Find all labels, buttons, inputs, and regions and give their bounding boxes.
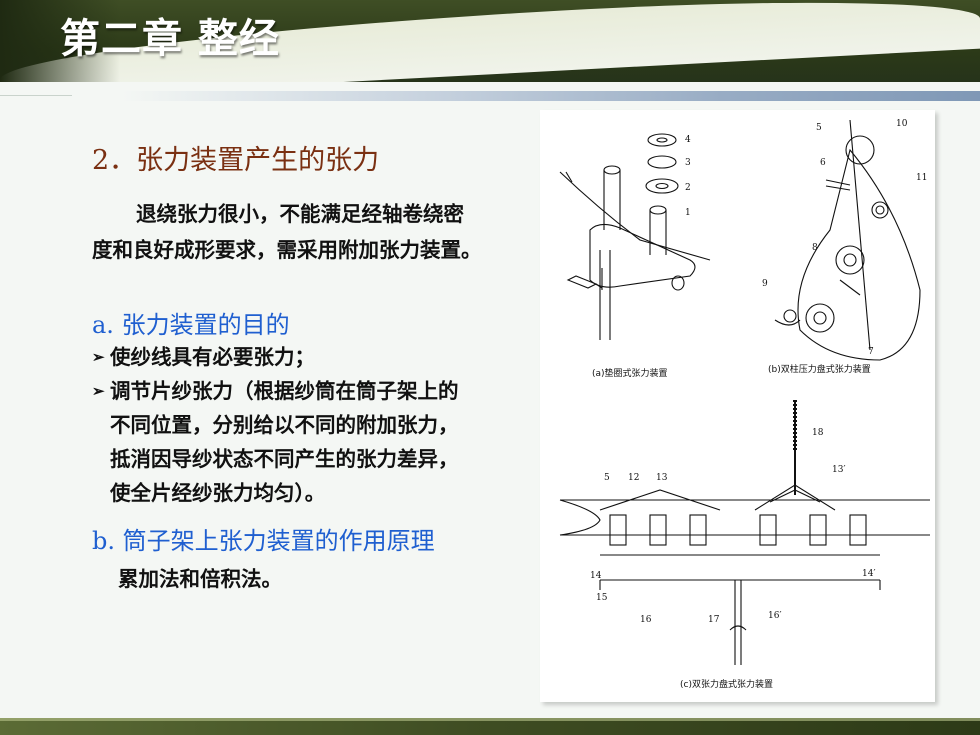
arrow-bullet-icon: ➢ bbox=[92, 382, 105, 400]
list-item: ➢ 调节片纱张力（根据纱筒在筒子架上的 不同位置，分别给以不同的附加张力， 抵消… bbox=[92, 374, 542, 510]
bullet-2-line-3: 抵消因导纱状态不同产生的张力差异， bbox=[110, 447, 459, 471]
slide-header: 第二章 整经 bbox=[0, 0, 980, 82]
bullet-1-text: 使纱线具有必要张力； bbox=[110, 345, 315, 369]
bullet-2-line-4: 使全片经纱张力均匀）。 bbox=[110, 481, 326, 505]
intro-line-2: 度和良好成形要求，需采用附加张力装置。 bbox=[92, 238, 482, 262]
left-rule bbox=[0, 95, 72, 96]
caption-a: (a)垫圈式张力装置 bbox=[592, 369, 668, 379]
intro-line-1: 退绕张力很小，不能满足经轴卷绕密 bbox=[136, 202, 464, 226]
list-item: ➢ 使纱线具有必要张力； bbox=[92, 340, 542, 374]
bullet-2-line-2: 不同位置，分别给以不同的附加张力， bbox=[110, 413, 459, 437]
section-b-title: b. 筒子架上张力装置的作用原理 bbox=[92, 527, 435, 555]
section-b-text: 累加法和倍积法。 bbox=[118, 567, 282, 591]
caption-b: (b)双柱压力盘式张力装置 bbox=[768, 365, 871, 375]
tension-device-drawing bbox=[559, 119, 930, 665]
slide-title: 第二章 整经 bbox=[60, 16, 280, 62]
arrow-bullet-icon: ➢ bbox=[92, 348, 105, 366]
section-a-title: a. 张力装置的目的 bbox=[92, 311, 290, 339]
caption-c: (c)双张力盘式张力装置 bbox=[680, 680, 773, 690]
purpose-list: ➢ 使纱线具有必要张力； ➢ 调节片纱张力（根据纱筒在筒子架上的 不同位置，分别… bbox=[92, 340, 542, 510]
title-underline-bar bbox=[122, 91, 980, 101]
bullet-2-line-1: 调节片纱张力（根据纱筒在筒子架上的 bbox=[110, 379, 459, 403]
section-heading: 2．张力装置产生的张力 bbox=[92, 145, 380, 176]
header-shade bbox=[0, 0, 120, 82]
tension-device-figure: 4 3 2 1 5 10 6 11 8 9 7 18 5 12 13 13′ 1… bbox=[540, 110, 935, 702]
footer-strip bbox=[0, 718, 980, 735]
intro-paragraph: 退绕张力很小，不能满足经轴卷绕密 度和良好成形要求，需采用附加张力装置。 bbox=[92, 196, 552, 268]
